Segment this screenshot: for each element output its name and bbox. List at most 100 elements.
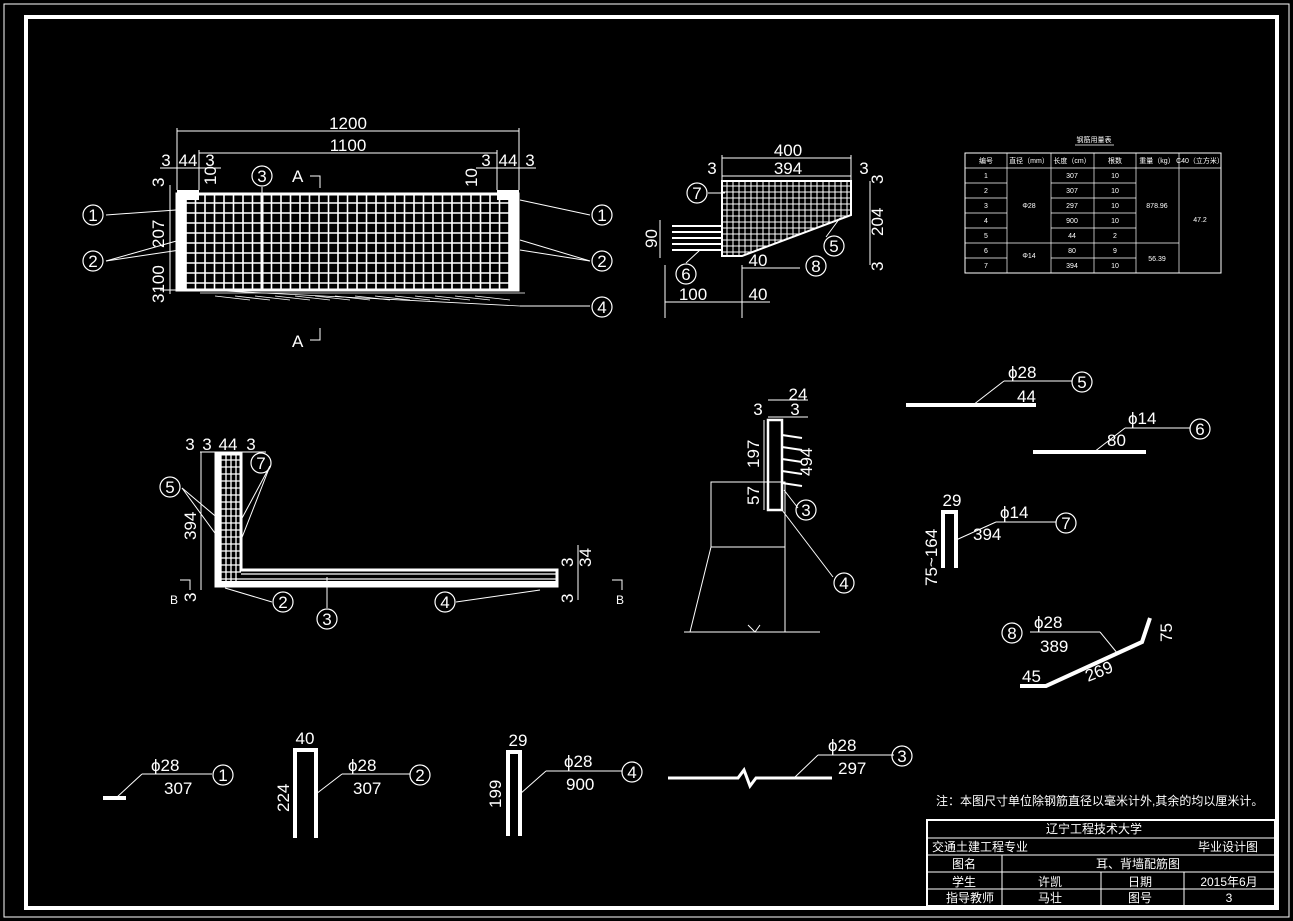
table-title: 钢筋用量表 <box>1077 135 1112 144</box>
outer-frame <box>3 3 1290 918</box>
marker-5 <box>159 476 181 498</box>
drawing-no-label: 图号 <box>1128 891 1152 905</box>
table-cell: 5 <box>984 233 988 240</box>
marker-label: 2 <box>88 252 97 271</box>
dim-3: 3 <box>558 558 577 567</box>
dim-3: 3 <box>481 151 490 170</box>
dim-10: 10 <box>201 166 220 185</box>
table-header: 直径（mm） <box>1009 156 1049 165</box>
bar-2-diameter: ϕ28 <box>348 756 376 775</box>
dim-44: 44 <box>499 151 518 170</box>
table-cell: 10 <box>1111 188 1119 195</box>
marker-label: 6 <box>681 265 690 284</box>
marker-4 <box>434 591 456 613</box>
bar-4-detail: 29 199 ϕ28 900 <box>486 731 622 836</box>
dim-3: 3 <box>558 594 577 603</box>
bar-4-width: 29 <box>509 731 528 750</box>
table-cell: 10 <box>1111 263 1119 270</box>
table-cell: 307 <box>1066 173 1078 180</box>
marker-8 <box>805 255 827 277</box>
marker-1 <box>212 764 234 786</box>
steel-table: 钢筋用量表 编号 直径（mm） 长度（cm） 根数 重量（kg） C40（立方米… <box>964 135 1224 274</box>
table-cell: 80 <box>1068 248 1076 255</box>
drawing-name-label: 图名 <box>952 856 976 871</box>
bar-3-length: 297 <box>838 759 866 778</box>
date-label: 日期 <box>1128 875 1152 889</box>
marker-label: 3 <box>897 747 906 766</box>
date-value: 2015年6月 <box>1200 875 1257 889</box>
bar-1-diameter: ϕ28 <box>151 756 179 775</box>
marker-3 <box>891 745 913 767</box>
school-name: 辽宁工程技术大学 <box>1046 821 1142 836</box>
table-weight-a: 878.96 <box>1146 203 1168 210</box>
dim-3: 3 <box>868 175 887 184</box>
bar-8-detail: ϕ28 389 45 269 75 <box>1020 613 1176 688</box>
bar-8-length: 389 <box>1040 637 1068 656</box>
dim-204: 204 <box>868 208 887 236</box>
dim-3: 3 <box>202 435 211 454</box>
marker-3 <box>251 165 273 187</box>
section-view: 24 3 3 197 57 494 <box>684 385 834 633</box>
bar-5-length: 44 <box>1017 387 1036 406</box>
marker-5 <box>1071 371 1093 393</box>
bar-7-diameter: ϕ14 <box>1000 503 1028 522</box>
section-mark-a-top: A <box>292 167 304 186</box>
dim-57: 57 <box>744 486 763 505</box>
dim-90: 90 <box>642 229 661 248</box>
marker-label: 4 <box>627 763 636 782</box>
dim-3: 3 <box>859 159 868 178</box>
marker-label: 2 <box>597 252 606 271</box>
marker-label: 3 <box>801 501 810 520</box>
teacher-value: 马壮 <box>1038 891 1062 905</box>
marker-3 <box>316 608 338 630</box>
dim-197: 197 <box>744 440 763 468</box>
dim-394: 394 <box>774 159 802 178</box>
marker-label: 4 <box>440 593 449 612</box>
table-cell: 44 <box>1068 233 1076 240</box>
dim-24: 24 <box>789 385 808 404</box>
marker-8 <box>1001 622 1023 644</box>
dim-3100: 3100 <box>149 265 168 303</box>
major-name: 交通土建工程专业 <box>932 839 1028 854</box>
student-value: 许凯 <box>1038 875 1062 889</box>
bar-7-width: 29 <box>943 491 962 510</box>
marker-label: 4 <box>597 298 606 317</box>
bar-4-diameter: ϕ28 <box>564 752 592 771</box>
bar-8-seg-a: 45 <box>1022 667 1041 686</box>
marker-4 <box>621 761 643 783</box>
dim-3: 3 <box>246 435 255 454</box>
dim-40: 40 <box>749 251 768 270</box>
table-cell: 394 <box>1066 263 1078 270</box>
dim-1100: 1100 <box>330 136 367 155</box>
dim-3: 3 <box>525 151 534 170</box>
table-cell: 2 <box>984 188 988 195</box>
table-cell: 10 <box>1111 173 1119 180</box>
bar-8-seg-b: 269 <box>1082 657 1115 685</box>
marker-7 <box>1055 512 1077 534</box>
table-cell: 6 <box>984 248 988 255</box>
marker-label: 5 <box>165 478 174 497</box>
dim-3: 3 <box>185 435 194 454</box>
marker-label: 3 <box>322 610 331 629</box>
table-cell: Φ14 <box>1022 253 1035 260</box>
marker-2 <box>591 250 613 272</box>
marker-7 <box>250 452 272 474</box>
bar-2-width: 40 <box>296 729 315 748</box>
marker-3 <box>795 499 817 521</box>
dim-100: 100 <box>679 285 707 304</box>
bar-8-diameter: ϕ28 <box>1034 613 1062 632</box>
bar-5-diameter: ϕ28 <box>1008 363 1036 382</box>
table-cell: 10 <box>1111 203 1119 210</box>
plan-view: 1200 1100 3 44 3 3 44 3 10 10 3 207 3100… <box>105 114 591 351</box>
dim-44: 44 <box>219 435 238 454</box>
marker-label: 1 <box>597 206 606 225</box>
dim-394: 394 <box>181 512 200 540</box>
bar-7-detail: 29 ϕ14 394 75~164 <box>922 491 1056 586</box>
marker-7 <box>686 182 708 204</box>
section-mark-b: B <box>616 593 624 607</box>
marker-2 <box>272 591 294 613</box>
bar-7-height: 75~164 <box>922 529 941 586</box>
dim-3: 3 <box>868 262 887 271</box>
table-header: C40（立方米） <box>1176 156 1224 165</box>
